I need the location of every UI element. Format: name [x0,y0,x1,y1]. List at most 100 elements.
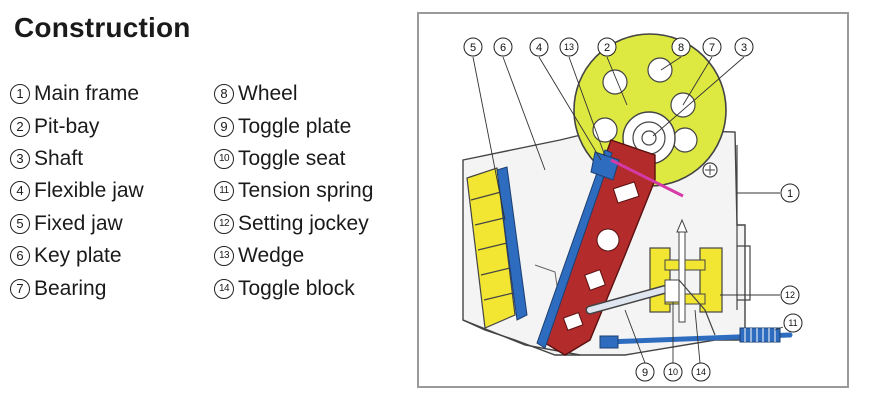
toggle-block [678,279,716,336]
callout-label: 9 [642,367,648,379]
callout-number: 13 [214,246,234,267]
callout-circle [780,183,800,203]
fixed-jaw-backing [466,167,516,329]
leader-line [502,56,546,171]
legend-label: Flexible jaw [34,179,144,203]
tension-spring [739,327,781,343]
callout-label: 6 [500,42,506,54]
callout-circle [597,37,617,57]
legend-label: Bearing [34,276,107,300]
callout-circle [635,362,655,382]
legend-label: Toggle plate [238,114,352,138]
callout-circle [493,37,513,57]
callout-number: 11 [214,181,234,202]
callout-circle [529,37,549,57]
flexible-jaw-window [562,311,584,331]
callout-label: 5 [470,42,476,54]
callout-circle [691,362,711,382]
leader-line [472,56,506,221]
leader-line [682,56,713,106]
callout-number: 14 [214,278,234,299]
callout-number: 1 [10,84,30,105]
wheel-hole [592,117,618,143]
flexible-jaw-window [612,181,640,204]
callout-circle [463,37,483,57]
callout-label: 7 [709,42,715,54]
legend-label: Toggle block [238,276,355,300]
leader-line [660,56,682,71]
wheel-hole [647,57,673,83]
callout-label: 12 [785,290,795,300]
page-title: Construction [14,12,191,43]
flexible-jaw-liner [536,149,613,349]
callout-label: 1 [787,188,793,200]
callout-number: 9 [214,116,234,137]
callout-label: 2 [604,42,610,54]
legend-label: Fixed jaw [34,211,123,235]
tension-rod-top [676,218,688,233]
legend-label: Key plate [34,244,122,268]
legend-label: Wheel [238,82,298,106]
callout-number: 5 [10,213,30,234]
legend-label: Wedge [238,244,305,268]
callout-circle [780,285,800,305]
callout-label: 8 [678,42,684,54]
callout-number: 7 [10,278,30,299]
callout-label: 4 [536,42,542,54]
callout-circle [559,37,579,57]
callout-number: 3 [10,148,30,169]
leader-line [568,56,606,157]
fixed-jaw-rib [474,217,505,226]
callout-number: 12 [214,213,234,234]
legend-label: Shaft [34,146,84,170]
tension-spring-end [599,335,619,349]
callout-label: 13 [564,42,574,52]
callout-number: 4 [10,181,30,202]
fixed-jaw-rib [477,242,508,251]
callout-number: 2 [10,116,30,137]
callout-label: 14 [696,367,706,377]
toggle-seat [664,279,680,303]
fixed-jaw-liner [496,166,528,321]
callout-number: 10 [214,148,234,169]
frame-right-bracket [737,245,751,301]
callout-number: 8 [214,84,234,105]
legend-label: Setting jockey [238,211,369,235]
fixed-jaw-rib [470,191,502,201]
wheel-hole [602,69,628,95]
leader-line [774,326,784,331]
jaw-crusher-diagram: 5 6 4 13 2 8 7 3 1 12 11 9 10 14 [417,12,849,388]
flexible-jaw-window [584,269,606,291]
callout-circle [734,37,754,57]
legend-label: Toggle seat [238,146,346,170]
leader-line [624,309,646,364]
callout-label: 10 [668,367,678,377]
leader-line [694,309,701,364]
leader-line [606,56,628,106]
tension-spring-coils [744,328,776,342]
pit-bay-pointer [610,158,684,198]
wheel-hole [672,127,698,153]
callout-label: 3 [741,42,747,54]
callout-number: 6 [10,246,30,267]
legend-label: Pit-bay [34,114,100,138]
fixed-jaw-rib [483,292,514,301]
fixed-jaw-rib [480,267,511,276]
tension-rod-vertical [678,231,686,323]
callout-circle [702,37,722,57]
